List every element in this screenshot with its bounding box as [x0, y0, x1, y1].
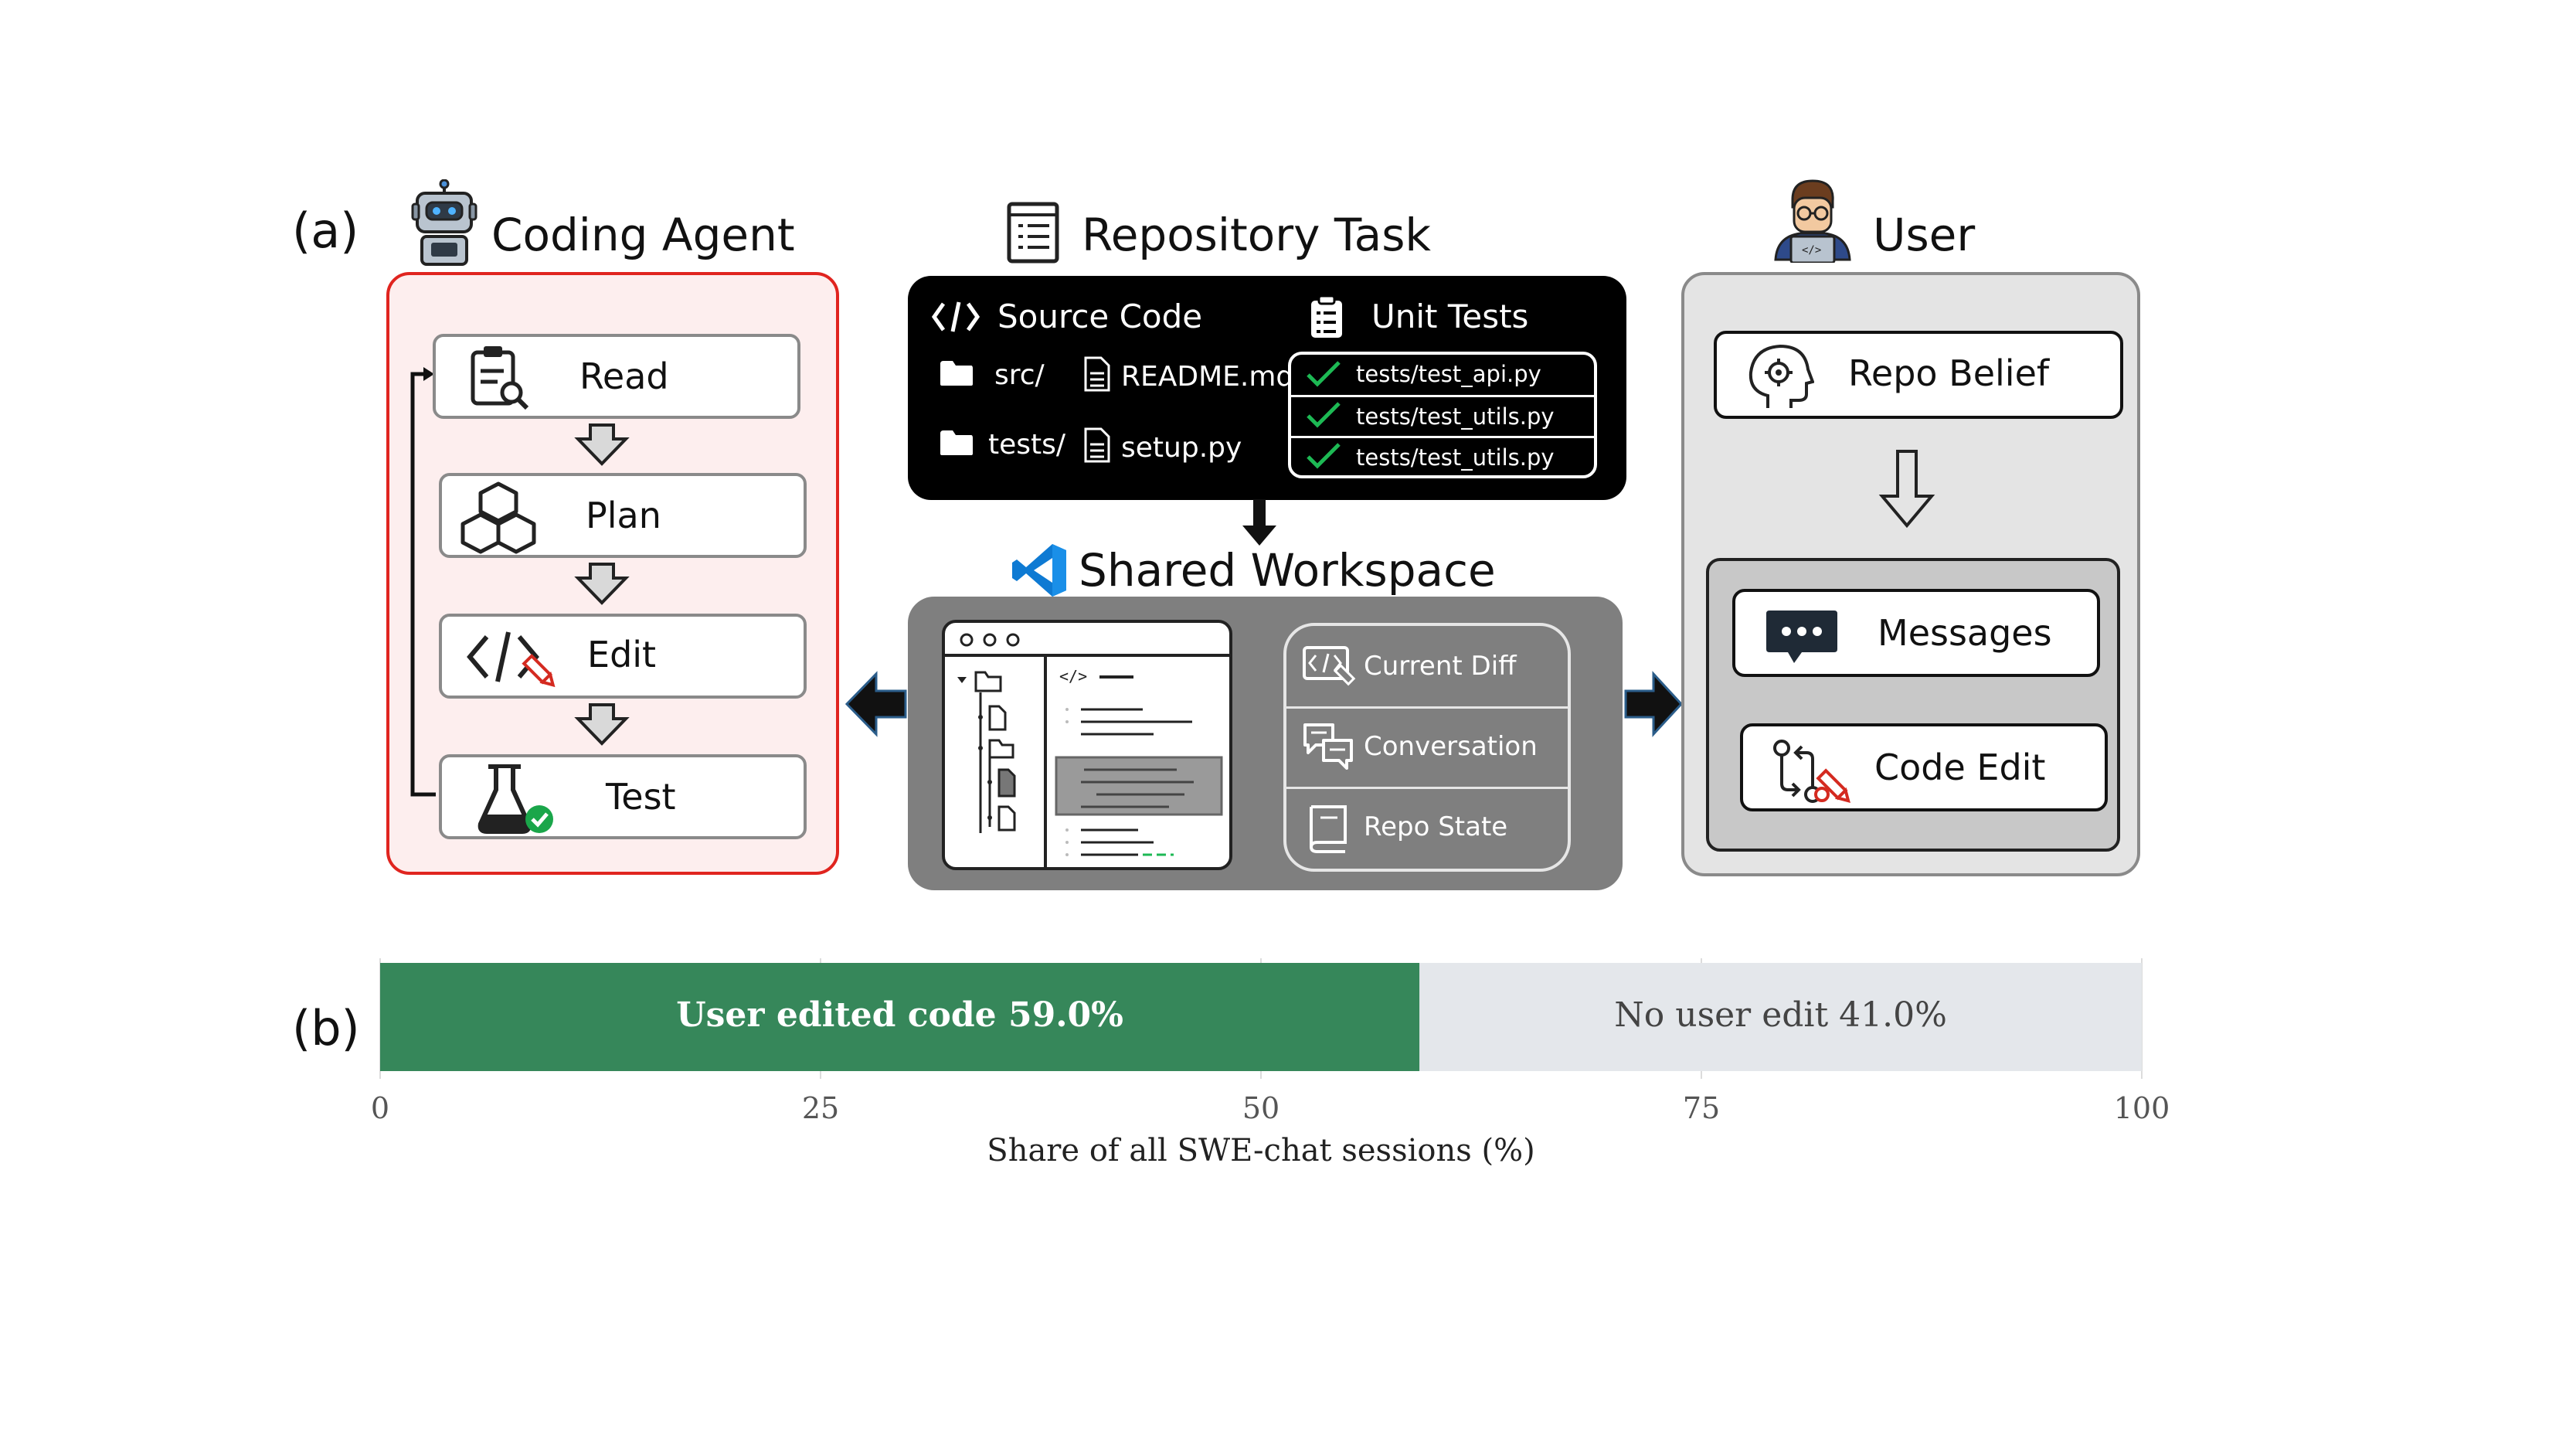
down-arrow-icon: [1878, 450, 1935, 529]
x-tick-label: 25: [801, 1091, 840, 1125]
folder-icon: [939, 359, 974, 390]
panel-b-label: (b): [292, 1000, 360, 1056]
repo-belief-label: Repo Belief: [1848, 352, 2050, 394]
book-icon: [1309, 805, 1347, 853]
check-icon: [1307, 361, 1341, 387]
flask-check-icon: [473, 762, 558, 841]
file-src: src/: [994, 359, 1045, 391]
chat-dots-icon: [1766, 611, 1837, 663]
down-arrow: [1242, 499, 1276, 546]
step-plan: Plan: [439, 473, 807, 558]
loop-arrow: [410, 367, 630, 797]
shared-workspace-panel: </> Current Diff: [908, 597, 1623, 890]
code-edit-label: Code Edit: [1874, 747, 2046, 788]
checklist-icon: [1308, 294, 1345, 342]
developer-avatar-icon: </>: [1769, 176, 1856, 266]
step-read: Read: [433, 334, 800, 419]
test-name: tests/test_utils.py: [1356, 444, 1555, 471]
cubes-icon: [457, 481, 539, 558]
git-edit-icon: [1773, 740, 1850, 803]
unit-tests-header: Unit Tests: [1371, 298, 1529, 335]
bar-label-user-edited: User edited code 59.0%: [676, 995, 1123, 1035]
svg-text:</>: </>: [1802, 244, 1821, 257]
bar-label-no-user-edit: No user edit 41.0%: [1614, 995, 1947, 1035]
file-readme: README.md: [1121, 361, 1294, 393]
check-icon: [1307, 402, 1341, 428]
diff-icon: [1303, 646, 1356, 686]
x-tick-label: 50: [1242, 1091, 1280, 1125]
x-tick-label: 0: [370, 1091, 390, 1125]
test-row: tests/test_api.py: [1291, 355, 1594, 395]
editor-window: </>: [942, 620, 1232, 870]
file-setup: setup.py: [1121, 432, 1242, 464]
step-edit-label: Edit: [587, 634, 657, 675]
file-tests: tests/: [988, 429, 1066, 461]
x-tick-label: 75: [1682, 1091, 1721, 1125]
panel-a-label: (a): [292, 202, 359, 259]
user-actions-group: Messages Code Edit: [1706, 558, 2120, 852]
step-plan-label: Plan: [586, 495, 661, 536]
coding-agent-panel: Read Plan Ed: [386, 272, 839, 875]
repository-task-panel: Source Code Unit Tests src/ README.md te…: [908, 276, 1626, 500]
left-arrow: [845, 671, 907, 737]
step-read-label: Read: [579, 355, 669, 397]
step-test: Test: [439, 754, 807, 839]
svg-text:</>: </>: [1059, 667, 1087, 685]
x-axis-label: Share of all SWE-chat sessions (%): [987, 1133, 1535, 1168]
bar-segment-user-edited: [380, 963, 1420, 1071]
check-icon: [1307, 443, 1341, 469]
messages-label: Messages: [1878, 612, 2052, 654]
head-gear-icon: [1748, 344, 1814, 408]
chat-bubbles-icon: [1303, 723, 1353, 770]
messages-box: Messages: [1732, 589, 2100, 677]
vscode-icon: [1011, 541, 1069, 603]
repository-task-title: Repository Task: [1082, 209, 1432, 261]
right-arrow: [1624, 671, 1684, 737]
conversation-label: Conversation: [1364, 731, 1538, 762]
context-list: Current Diff Conversation Repo State: [1283, 623, 1571, 872]
code-edit-box: Code Edit: [1740, 723, 2108, 811]
code-brackets-icon: [931, 299, 980, 338]
test-row: tests/test_utils.py: [1291, 395, 1594, 437]
user-title: User: [1873, 209, 1976, 261]
repo-state-label: Repo State: [1364, 811, 1508, 842]
code-pencil-icon: [464, 626, 564, 699]
user-panel: Repo Belief Messages: [1681, 272, 2140, 876]
current-diff-label: Current Diff: [1364, 651, 1517, 682]
shared-workspace-title: Shared Workspace: [1079, 544, 1496, 597]
editor-illustration: </>: [945, 633, 1231, 869]
coding-agent-title: Coding Agent: [491, 209, 795, 261]
step-test-label: Test: [606, 776, 676, 818]
repo-belief-box: Repo Belief: [1714, 331, 2123, 419]
clipboard-search-icon: [467, 342, 536, 416]
test-name: tests/test_utils.py: [1356, 403, 1555, 430]
file-icon: [1082, 356, 1112, 395]
test-row: tests/test_utils.py: [1291, 436, 1594, 478]
test-name: tests/test_api.py: [1356, 361, 1541, 387]
x-tick-label: 100: [2113, 1091, 2170, 1125]
step-edit: Edit: [439, 614, 807, 699]
file-icon: [1082, 427, 1112, 466]
bar-segment-no-user-edit: [1419, 963, 2142, 1071]
context-item-conversation: Conversation: [1286, 706, 1568, 789]
folder-icon: [939, 429, 974, 460]
source-code-header: Source Code: [997, 298, 1203, 335]
document-icon: [1004, 199, 1062, 267]
context-item-current-diff: Current Diff: [1286, 626, 1568, 709]
unit-tests-list: tests/test_api.py tests/test_utils.py te…: [1288, 352, 1597, 478]
context-item-repo-state: Repo State: [1286, 788, 1568, 869]
robot-icon: [410, 179, 479, 272]
